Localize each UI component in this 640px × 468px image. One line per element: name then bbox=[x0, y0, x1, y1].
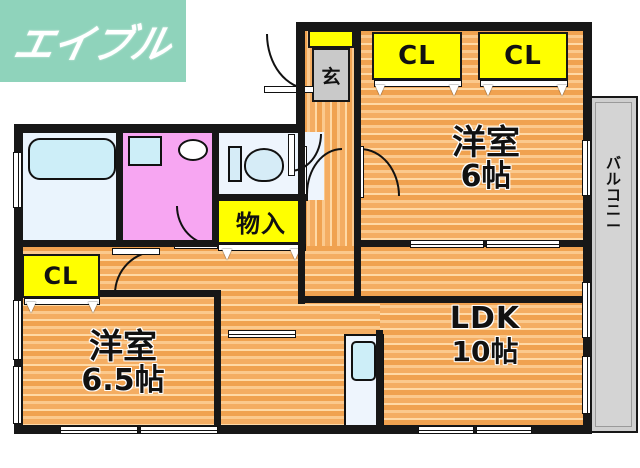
door-leaf-washitsu-65[interactable] bbox=[112, 248, 160, 255]
toilet-tank-icon bbox=[228, 146, 242, 182]
vanity-basin-icon bbox=[178, 139, 208, 161]
wall-ldk-left bbox=[376, 330, 383, 434]
sliding-door-washitsu6-b[interactable] bbox=[486, 240, 560, 248]
window-bottom-c[interactable] bbox=[418, 426, 474, 434]
closet-top-left: CL bbox=[372, 32, 462, 80]
hanger-icon bbox=[88, 302, 98, 314]
wall-left-outer bbox=[14, 124, 23, 434]
room-floor-ldk bbox=[380, 300, 586, 434]
wall-entry-left-upper bbox=[296, 22, 305, 128]
brand-logo: エイブル bbox=[0, 0, 186, 82]
hanger-icon bbox=[222, 249, 232, 261]
window-ldk-balcony[interactable] bbox=[582, 282, 591, 338]
hanger-icon bbox=[449, 85, 459, 97]
sliding-door-washitsu6-a[interactable] bbox=[410, 240, 484, 248]
hanger-icon bbox=[26, 302, 36, 314]
closet-bottom-left: CL bbox=[22, 254, 100, 298]
closet-rail bbox=[480, 80, 568, 87]
closet-rail bbox=[218, 244, 306, 251]
wall-toilet-bottom bbox=[212, 194, 308, 201]
balcony-inner-edge bbox=[595, 102, 632, 427]
window-bottom-b[interactable] bbox=[140, 426, 218, 434]
closet-rail bbox=[374, 80, 462, 87]
window-bath-left[interactable] bbox=[13, 152, 22, 208]
wall-washroom-toilet bbox=[212, 128, 219, 246]
window-washitsu65-left-a[interactable] bbox=[13, 300, 22, 360]
window-bottom-d[interactable] bbox=[476, 426, 532, 434]
washer-space-icon bbox=[128, 136, 162, 166]
storage-monoire: 物入 bbox=[216, 198, 306, 244]
window-bottom-a[interactable] bbox=[60, 426, 138, 434]
toilet-bowl-icon bbox=[244, 148, 284, 182]
genkan-tile: 玄 bbox=[312, 48, 350, 102]
window-washitsu6-balcony[interactable] bbox=[582, 140, 591, 196]
wall-bath-washroom bbox=[116, 128, 123, 246]
wall-top-right-block bbox=[296, 22, 592, 31]
wall-top-left-block bbox=[14, 124, 305, 133]
wall-bottom-outer bbox=[14, 425, 592, 434]
balcony-label: バ ル コ ニ ー bbox=[605, 154, 621, 235]
hanger-icon bbox=[375, 85, 385, 97]
wall-hall-left bbox=[298, 124, 305, 304]
entrance-door-leaf[interactable] bbox=[264, 86, 314, 93]
genkan-label: 玄 bbox=[321, 65, 341, 88]
door-leaf-toilet[interactable] bbox=[288, 134, 295, 176]
sliding-door-corridor[interactable] bbox=[228, 330, 296, 338]
closet-top-right-label: CL bbox=[504, 41, 542, 71]
bathtub-icon bbox=[28, 138, 116, 180]
hanger-icon bbox=[557, 85, 567, 97]
shoe-closet bbox=[308, 30, 354, 48]
wall-washitsu65-right bbox=[214, 296, 221, 434]
hanger-icon bbox=[483, 85, 493, 97]
wall-washitsu65-top bbox=[100, 290, 221, 297]
wall-wet-bottom bbox=[14, 240, 219, 247]
kitchen-sink-icon bbox=[351, 341, 376, 381]
storage-monoire-label: 物入 bbox=[236, 209, 286, 238]
window-ldk-balcony-b[interactable] bbox=[582, 356, 591, 414]
window-washitsu65-left-b[interactable] bbox=[13, 366, 22, 424]
wall-hall-right bbox=[354, 30, 361, 302]
balcony: バ ル コ ニ ー bbox=[589, 96, 638, 433]
closet-rail bbox=[24, 298, 100, 305]
closet-top-right: CL bbox=[478, 32, 568, 80]
closet-bottom-left-label: CL bbox=[43, 262, 79, 290]
brand-logo-text: エイブル bbox=[9, 22, 176, 68]
wall-hall-bottom bbox=[298, 296, 588, 303]
closet-top-left-label: CL bbox=[398, 41, 436, 71]
wall-right-outer bbox=[583, 22, 592, 434]
